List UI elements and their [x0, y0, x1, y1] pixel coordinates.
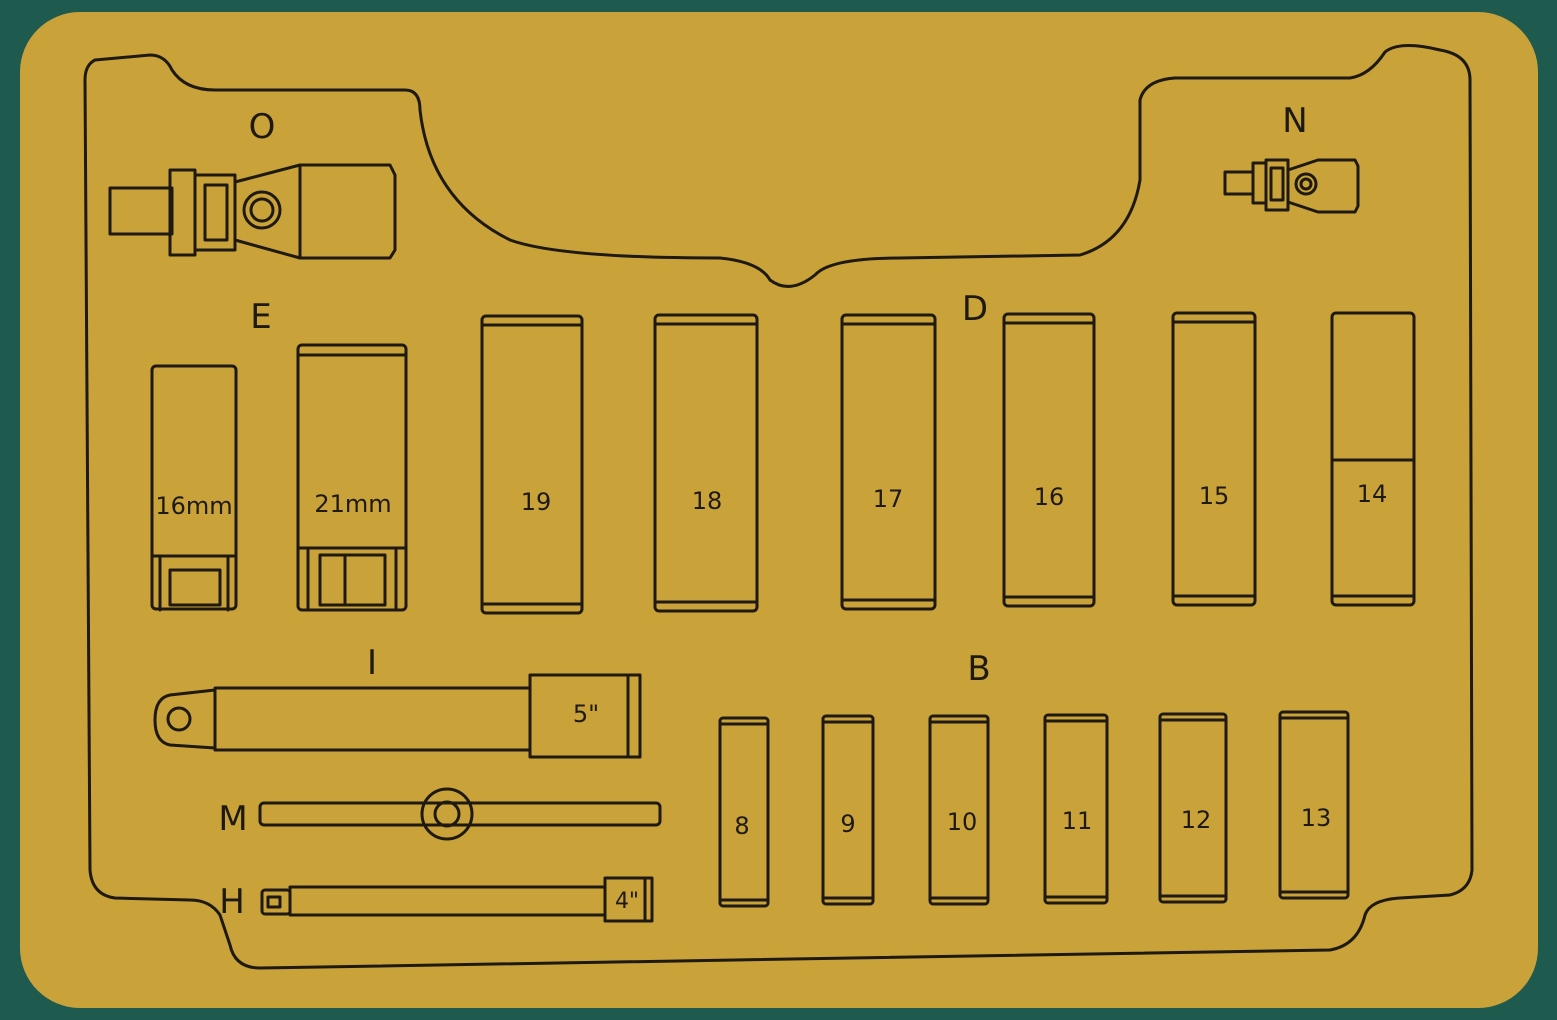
group-label-m: M [218, 799, 247, 839]
socket-d-14-drawing [1330, 311, 1416, 607]
group-label-b: B [967, 649, 990, 689]
socket-b-8-drawing [718, 716, 770, 908]
socket-d-label-15: 15 [1199, 482, 1230, 510]
group-label-h: H [219, 882, 245, 922]
tray-outline [83, 44, 1474, 970]
socket-b-10-drawing [928, 714, 990, 906]
socket-e-21mm-drawing [296, 343, 408, 612]
socket-b-label-11: 11 [1062, 807, 1093, 835]
extension-h-drawing [260, 876, 654, 923]
universal-joint-n-drawing [1223, 158, 1360, 214]
group-label-e: E [250, 297, 271, 337]
socket-d-label-17: 17 [873, 485, 904, 513]
socket-b-label-13: 13 [1301, 804, 1332, 832]
group-label-d: D [962, 289, 988, 329]
socket-d-17-drawing [840, 313, 937, 611]
socket-b-label-10: 10 [947, 808, 978, 836]
socket-d-19-drawing [480, 314, 584, 615]
socket-b-9-drawing [821, 714, 875, 906]
socket-d-16-drawing [1002, 312, 1096, 608]
socket-d-label-16: 16 [1034, 483, 1065, 511]
socket-b-11-drawing [1043, 713, 1109, 905]
socket-b-label-9: 9 [840, 810, 855, 838]
socket-d-18-drawing [653, 313, 759, 613]
extension-i-drawing [153, 673, 642, 759]
group-label-n: N [1282, 101, 1307, 141]
socket-b-label-8: 8 [734, 812, 749, 840]
sliding-t-bar-m-drawing [258, 787, 662, 841]
extension-i-length-label: 5" [573, 700, 599, 728]
extension-h-length-label: 4" [615, 889, 639, 914]
group-label-i: I [367, 643, 377, 683]
socket-e-16mm-drawing [150, 364, 238, 612]
socket-e-label-21mm: 21mm [314, 490, 391, 518]
socket-d-label-14: 14 [1357, 480, 1388, 508]
socket-d-label-18: 18 [692, 487, 723, 515]
universal-joint-o-drawing [108, 163, 397, 260]
socket-d-label-19: 19 [521, 488, 552, 516]
socket-b-13-drawing [1278, 710, 1350, 900]
group-label-o: O [249, 107, 276, 147]
socket-b-12-drawing [1158, 712, 1228, 904]
socket-e-label-16mm: 16mm [155, 492, 232, 520]
socket-d-15-drawing [1171, 311, 1257, 607]
socket-b-label-12: 12 [1181, 806, 1212, 834]
